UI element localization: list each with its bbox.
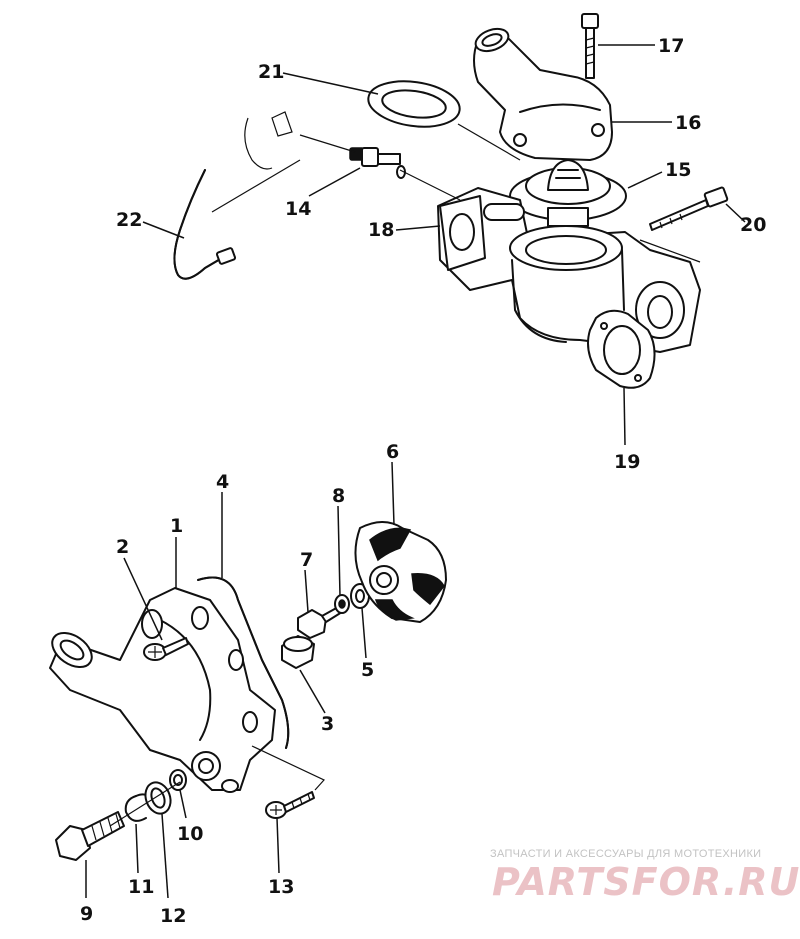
cover-screw [265,791,315,819]
callout-20: 20 [740,214,766,236]
watermark-logo: PARTSFOR.RU [492,860,800,904]
callout-10: 10 [177,823,203,845]
temperature-sensor [349,147,406,179]
watermark-tagline: ЗАПЧАСТИ И АКСЕССУАРЫ ДЛЯ МОТОТЕХНИКИ [490,848,761,860]
o-ring-gasket [197,576,290,749]
callout-11: 11 [128,876,154,898]
callout-16: 16 [675,112,701,134]
thermostat-housing [437,187,701,353]
housing-bolt [581,13,599,79]
callout-21: 21 [258,61,284,83]
callout-6: 6 [386,441,399,463]
callout-1: 1 [170,515,183,537]
callout-12: 12 [160,905,186,927]
callout-13: 13 [268,876,294,898]
water-pump-housing [49,587,276,793]
callout-8: 8 [332,485,345,507]
callout-15: 15 [665,159,691,181]
callout-14: 14 [285,198,311,220]
flange-gasket [587,309,656,389]
callout-18: 18 [368,219,394,241]
bushing [281,635,315,669]
thermostat-housing-cover [473,27,613,161]
callout-4: 4 [216,471,229,493]
thermostat [509,159,627,227]
callout-2: 2 [116,536,129,558]
lower-alignment-lines [109,745,325,827]
sealing-washer [169,769,187,791]
housing-screw [143,637,189,661]
impeller-bolt [297,605,343,639]
upper-alignment-lines [211,123,701,263]
leader-lines [85,44,746,899]
callout-17: 17 [658,35,684,57]
drain-bolt [55,811,125,861]
callout-3: 3 [321,713,334,735]
impeller [354,521,447,623]
callout-19: 19 [614,451,640,473]
callout-9: 9 [80,903,93,925]
gasket-ring [367,80,461,128]
long-bolt [649,186,729,231]
callout-7: 7 [300,549,313,571]
callout-labels: 17 16 15 21 14 22 18 20 19 6 4 8 1 2 7 5… [80,35,766,927]
small-washer [334,594,350,614]
drain-washer [144,781,172,815]
sensor-wire [173,111,293,280]
callout-5: 5 [361,659,374,681]
callout-22: 22 [116,209,142,231]
watermark: ЗАПЧАСТИ И АКСЕССУАРЫ ДЛЯ МОТОТЕХНИКИ PA… [490,848,800,904]
